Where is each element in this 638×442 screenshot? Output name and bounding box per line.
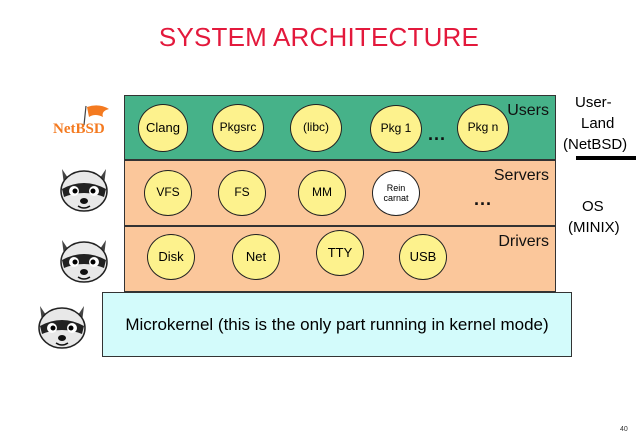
driver-net: Net	[232, 234, 280, 280]
servers-ellipsis: ...	[474, 189, 493, 209]
process-clang: Clang	[138, 104, 188, 152]
users-ellipsis: ...	[428, 124, 447, 144]
server-mm: MM	[298, 170, 346, 216]
os-label-line: (MINIX)	[568, 219, 620, 236]
raccoon-icon	[60, 169, 108, 212]
slide-title: SYSTEM ARCHITECTURE	[158, 22, 480, 52]
raccoon-icon	[60, 240, 108, 283]
driver-tty: TTY	[316, 230, 364, 276]
server-fs: FS	[218, 170, 266, 216]
servers-layer-label: Servers	[493, 167, 549, 184]
process-libc: (libc)	[290, 104, 342, 152]
process-pkg-n: Pkg n	[457, 104, 509, 152]
userland-label: User- Land (NetBSD)	[563, 92, 627, 155]
driver-disk: Disk	[147, 234, 195, 280]
server-vfs: VFS	[144, 170, 192, 216]
users-layer-label: Users	[507, 102, 549, 119]
drivers-layer-label: Drivers	[498, 233, 549, 250]
userland-label-line: (NetBSD)	[563, 136, 628, 153]
netbsd-logo: NetBSD	[53, 105, 109, 137]
process-pkgsrc: Pkgsrc	[212, 104, 264, 152]
microkernel-label: Microkernel (this is the only part runni…	[125, 315, 549, 334]
userland-label-line: Land	[581, 115, 615, 132]
process-pkg-1: Pkg 1	[370, 105, 422, 153]
server-reincarnation: Rein carnat	[372, 170, 420, 216]
os-label-line: OS	[582, 198, 604, 215]
raccoon-icon	[38, 306, 86, 349]
page-number: 40	[620, 426, 628, 433]
userland-label-line: User-	[575, 94, 612, 111]
netbsd-logo-text: NetBSD	[53, 121, 105, 137]
os-label: OS (MINIX)	[568, 196, 620, 238]
userland-os-divider	[576, 156, 636, 160]
microkernel-layer: Microkernel (this is the only part runni…	[102, 292, 572, 357]
driver-usb: USB	[399, 234, 447, 280]
